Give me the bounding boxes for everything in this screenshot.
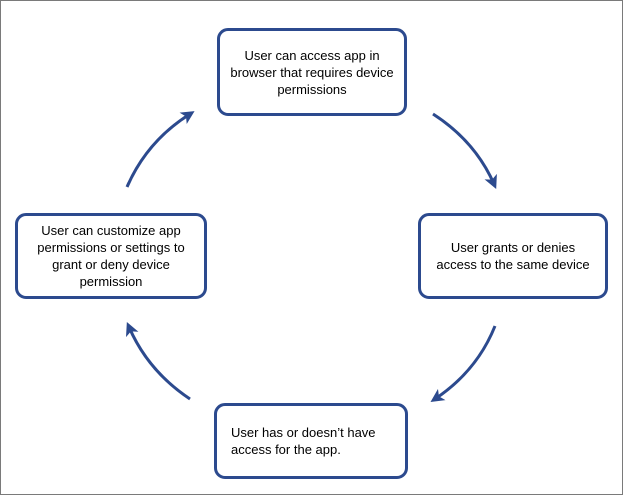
- node-customize-permissions: User can customize app permissions or se…: [15, 213, 207, 299]
- arrow-bottom-to-left: [126, 322, 191, 401]
- node-grant-deny-label: User grants or denies access to the same…: [436, 240, 590, 272]
- arrow-top-to-right: [432, 112, 497, 189]
- node-access-app: User can access app in browser that requ…: [217, 28, 407, 116]
- node-has-access-label: User has or doesn’t have access for the …: [231, 425, 376, 457]
- node-grant-deny: User grants or denies access to the same…: [418, 213, 608, 299]
- node-has-access: User has or doesn’t have access for the …: [214, 403, 408, 479]
- node-access-app-label: User can access app in browser that requ…: [230, 47, 394, 97]
- arrow-right-to-bottom: [430, 325, 497, 402]
- arrow-left-to-top: [125, 111, 195, 188]
- node-customize-permissions-label: User can customize app permissions or se…: [37, 223, 185, 289]
